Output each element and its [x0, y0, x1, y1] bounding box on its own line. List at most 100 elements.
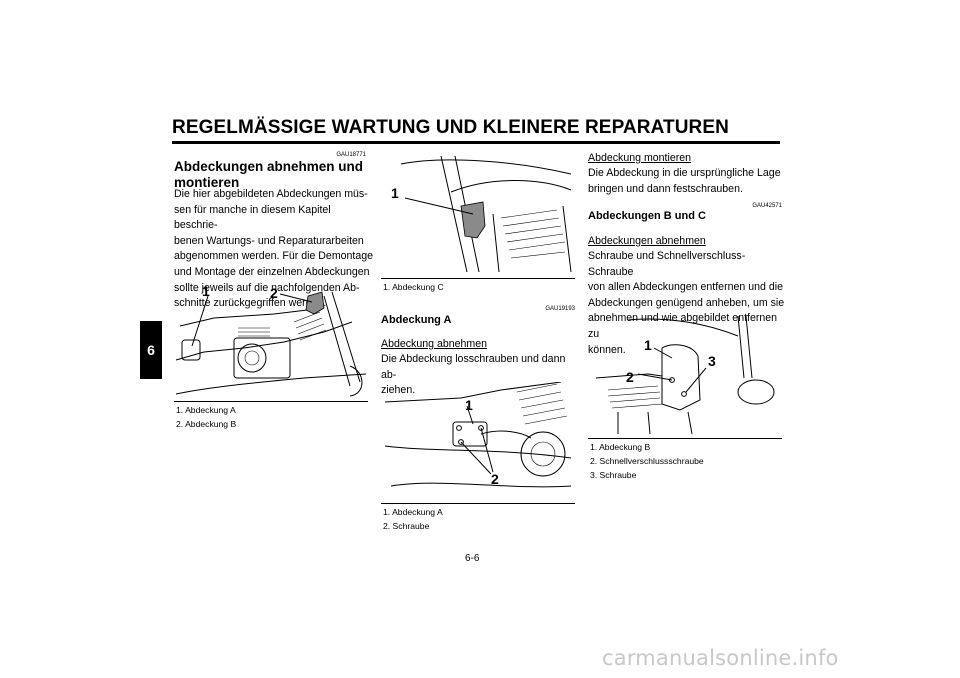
procedure-label: Abdeckung montieren	[588, 152, 692, 164]
figure-caption: 1. Abdeckung B 2. Schnellverschlussschra…	[590, 440, 704, 482]
caption-item: 1. Abdeckung B	[590, 442, 651, 452]
frame-outline	[627, 318, 739, 337]
watermark: carmanualsonline.info	[602, 646, 839, 670]
cylinder-fins	[607, 385, 663, 409]
cover-a-shape	[181, 339, 201, 361]
subsection-heading: Abdeckungen B und C	[588, 210, 706, 222]
leader-line	[685, 367, 707, 393]
procedure-text: Schraube und Schnellverschluss-Schraube …	[588, 249, 788, 358]
doc-code: GAU19193	[545, 306, 575, 312]
caption-item: 1. Abdeckung A	[176, 405, 236, 415]
leader-line	[191, 295, 209, 347]
text-line: von allen Abdeckungen entfernen und die	[588, 281, 783, 294]
caption-item: 2. Schraube	[383, 521, 430, 531]
screw-icon	[458, 439, 464, 445]
cylinder-fins	[238, 311, 327, 341]
text-line: schnitte zurückgegriffen werden.	[174, 297, 327, 310]
procedure-label: Abdeckung abnehmen	[381, 338, 488, 350]
text-line: Schraube und Schnellverschluss-Schraube	[588, 250, 746, 278]
caption-rule	[588, 438, 782, 439]
engine-block	[233, 337, 291, 379]
callout-1: 1	[391, 185, 399, 201]
figure-outline	[175, 373, 367, 395]
engine-cover	[237, 343, 267, 373]
intro-paragraph: Die hier abgebildeten Abdeckungen müs- s…	[174, 187, 374, 312]
figure-cover-a-screws: 1 2	[384, 382, 572, 488]
caption-item: 2. Schnellverschlussschraube	[590, 456, 704, 466]
engine-outline	[617, 411, 693, 435]
figure-caption: 1. Abdeckung A 2. Schraube	[383, 505, 443, 533]
leader-line	[466, 405, 474, 425]
fork-tube	[737, 316, 753, 379]
callout-3: 3	[708, 353, 716, 369]
doc-code: GAU18771	[336, 152, 366, 158]
heading-line: Abdeckungen abnehmen und	[174, 159, 364, 174]
frame-outline	[390, 482, 572, 488]
subsection-heading: Abdeckung A	[381, 314, 452, 326]
text-line: Abdeckungen genügend anheben, um sie	[588, 296, 785, 309]
callout-2: 2	[491, 471, 499, 487]
fuel-tank	[400, 159, 572, 175]
text-line: sen für manche in diesem Kapitel beschri…	[174, 203, 331, 232]
figure-caption: 1. Abdeckung C	[383, 280, 444, 294]
cover-b-shape	[305, 291, 325, 315]
figure-caption: 1. Abdeckung A 2. Abdeckung B	[176, 403, 236, 431]
callout-2: 2	[626, 369, 634, 385]
cover-a-shape	[452, 421, 488, 447]
callout-1: 1	[202, 283, 210, 299]
cylinder-fins	[516, 383, 568, 425]
front-wheel	[349, 365, 363, 397]
text-line: können.	[588, 343, 626, 356]
callout-1: 1	[644, 337, 652, 353]
figure-cover-c: 1	[391, 156, 572, 273]
text-line: Die hier abgebildeten Abdeckungen müs-	[174, 188, 368, 200]
fork-tube	[323, 295, 351, 387]
title-rule	[172, 141, 780, 144]
cover-c-shape	[460, 201, 486, 239]
text-line: abnehmen und wie abgebildet entfernen zu	[588, 312, 778, 340]
procedure-label: Abdeckungen abnehmen	[588, 235, 706, 247]
figure-covers-a-b: 1 2	[175, 283, 367, 397]
screw-icon	[456, 425, 462, 431]
page-number: 6-6	[465, 553, 480, 564]
fork-tube	[331, 291, 361, 383]
doc-code: GAU42571	[752, 203, 782, 209]
leader-line	[279, 293, 313, 303]
cover-b-shape	[661, 344, 701, 411]
figure-outline	[179, 307, 325, 327]
text-line: Die Abdeckung in die ursprüngliche Lage	[588, 167, 781, 179]
callout-1: 1	[465, 397, 473, 413]
figure-covers-b-c: 1 2 3	[595, 316, 775, 435]
text-line: bringen und dann festschrauben.	[588, 182, 743, 195]
engine-outline	[492, 205, 572, 273]
frame-outline	[384, 445, 572, 459]
frame-outline	[595, 373, 663, 379]
engine-cover	[530, 441, 556, 467]
figure-outline	[175, 321, 353, 361]
page-title: REGELMÄSSIGE WARTUNG UND KLEINERE REPARA…	[172, 117, 729, 138]
text-line: abgenommen werden. Für die Demontage	[174, 250, 374, 263]
heading-line: montieren	[174, 175, 240, 190]
caption-item: 1. Abdeckung A	[383, 507, 443, 517]
leader-line	[460, 427, 494, 475]
frame-tube	[440, 156, 468, 273]
cylinder-fins	[500, 209, 566, 259]
chapter-tab: 6	[140, 321, 162, 379]
engine-cover	[244, 350, 260, 366]
section-heading: Abdeckungen abnehmen und montieren	[174, 159, 363, 191]
caption-rule	[174, 401, 368, 402]
screw-icon	[681, 391, 687, 397]
engine-outline	[480, 430, 532, 439]
procedure-text: Die Abdeckung in die ursprüngliche Lage …	[588, 166, 788, 197]
headlight	[737, 379, 775, 405]
text-line: ziehen.	[381, 384, 416, 397]
fuel-tank	[450, 180, 572, 193]
frame-outline	[384, 382, 562, 403]
caption-item: 1. Abdeckung C	[383, 282, 444, 292]
text-line: Die Abdeckung losschrauben und dann ab-	[381, 353, 566, 381]
callout-2: 2	[270, 285, 278, 301]
text-line: benen Wartungs- und Reparaturarbeiten	[174, 234, 364, 247]
screw-icon	[478, 425, 484, 431]
text-line: und Montage der einzelnen Abdeckungen	[174, 265, 370, 278]
leader-line	[404, 197, 474, 215]
